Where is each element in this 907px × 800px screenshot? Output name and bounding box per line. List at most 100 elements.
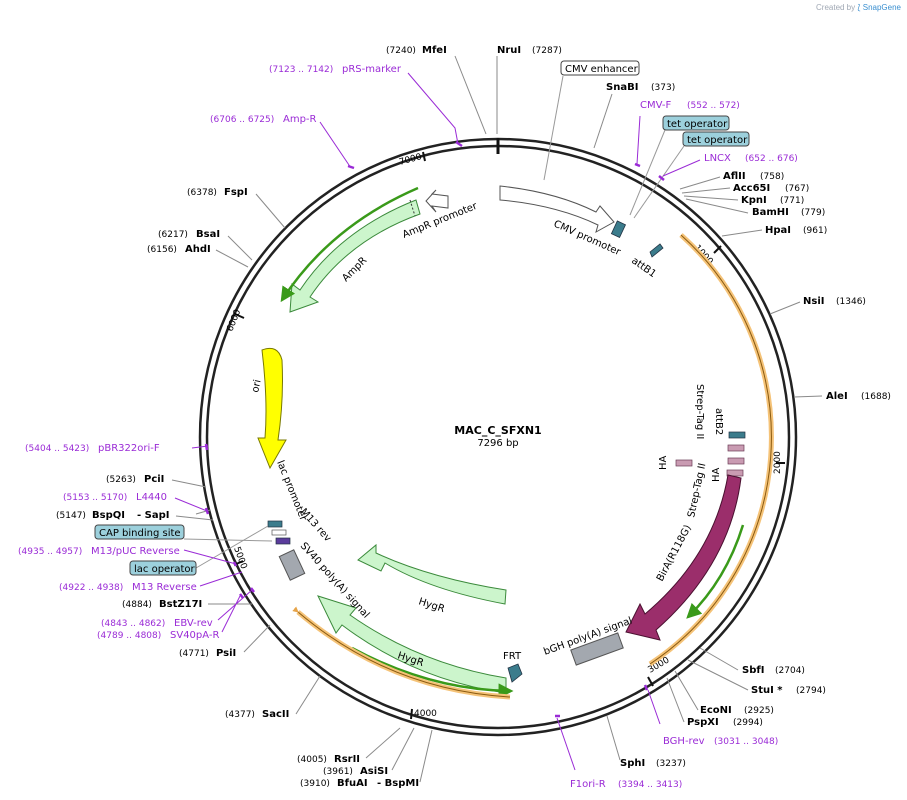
- hygr-label-2: HygR: [396, 650, 425, 669]
- enzyme-leader-lines: [171, 55, 823, 783]
- bgh-rev-range: (3031 .. 3048): [714, 737, 778, 747]
- acc65i-name: Acc65I: [733, 183, 770, 194]
- prs-marker-name: pRS-marker: [342, 64, 402, 75]
- pspxi-position: (2994): [733, 718, 763, 728]
- asisi-position: (3961): [323, 767, 353, 777]
- ebv-rev-name: EBV-rev: [174, 618, 213, 629]
- primer-ticks: [204, 140, 665, 718]
- tet-operator-box-1: tet operator: [629, 115, 730, 216]
- m13-puc-reverse-range: (4935 .. 4957): [18, 547, 82, 557]
- ahdi-position: (6156): [147, 245, 177, 255]
- strep-tag-label-1: Strep-Tag II: [694, 384, 705, 439]
- alei-name: AleI: [826, 391, 848, 402]
- m13-puc-reverse-name: M13/pUC Reverse: [91, 546, 180, 557]
- cmv-enhancer-box: CMV enhancer: [543, 60, 640, 181]
- nsii-name: NsiI: [803, 296, 824, 307]
- hygr-arrow-1: [357, 543, 507, 605]
- asisi-name: AsiSI: [360, 766, 388, 777]
- econi-position: (2925): [744, 706, 774, 716]
- ampr-arrow: [289, 199, 421, 313]
- sv40pa-r-name: SV40pA-R: [170, 630, 219, 641]
- sv40pa-r-range: (4789 .. 4808): [97, 631, 161, 641]
- credit-created-by: Created by: [816, 3, 856, 12]
- cap-site-marker: [275, 537, 291, 545]
- bsai-position: (6217): [158, 230, 188, 240]
- m13-marker: [271, 529, 287, 536]
- kpni-name: KpnI: [741, 195, 767, 206]
- lac-promoter-label: lac promoter: [274, 459, 309, 523]
- attb1-label: attB1: [629, 255, 658, 280]
- cmv-f-range: (552 .. 572): [687, 101, 740, 111]
- pbr322ori-f-range: (5404 .. 5423): [25, 444, 89, 454]
- plasmid-size: 7296 bp: [477, 438, 518, 449]
- econi-name: EcoNI: [700, 705, 732, 716]
- l4440-name: L4440: [136, 492, 167, 503]
- bira-arrow: [625, 474, 742, 641]
- ha-marker-1: [727, 457, 745, 465]
- bstz17i-position: (4884): [122, 600, 152, 610]
- ampr-dashed: [409, 199, 416, 217]
- plasmid-name: MAC_C_SFXN1: [454, 424, 541, 437]
- fspi-position: (6378): [187, 188, 217, 198]
- ori-label: ori: [250, 379, 263, 394]
- l4440-range: (5153 .. 5170): [63, 493, 127, 503]
- bsai-name: BsaI: [196, 229, 220, 240]
- sv40-polya-block: [278, 549, 306, 581]
- orange-arc-left-core: [292, 606, 511, 698]
- pcii-position: (5263): [106, 475, 136, 485]
- attb2-marker: [728, 431, 746, 439]
- tick-label-2000: 2000: [773, 451, 783, 474]
- ebv-rev-range: (4843 .. 4862): [101, 619, 165, 629]
- hygr-green-arc: [351, 646, 514, 699]
- ampr-promoter-arrow: [425, 189, 449, 213]
- lac-operator-box: lac operator: [129, 525, 269, 576]
- aflii-position: (758): [760, 172, 784, 182]
- nsii-position: (1346): [836, 297, 866, 307]
- bgh-rev-name: BGH-rev: [663, 736, 705, 747]
- bfuai-name: BfuAI: [337, 778, 368, 789]
- hygr-arrow-2: [317, 595, 507, 694]
- f1ori-r-range: (3394 .. 3413): [618, 780, 682, 790]
- ha-label-2: HA: [711, 467, 722, 482]
- ampr-label: AmpR: [340, 255, 369, 284]
- bstz17i-name: BstZ17I: [159, 599, 202, 610]
- frt-label: FRT: [503, 651, 522, 662]
- sphi-position: (3237): [656, 759, 686, 769]
- strep-tag-marker-1: [727, 444, 745, 452]
- frt-marker: [507, 663, 523, 683]
- ha-marker-2: [675, 459, 693, 467]
- tet-operator-marker: [610, 220, 627, 238]
- hpai-name: HpaI: [765, 225, 791, 236]
- bspmi-name: - BspMI: [377, 778, 419, 789]
- tet-operator-label-1: tet operator: [667, 119, 728, 130]
- bfuai-position: (3910): [300, 779, 330, 789]
- strep-tag-label-2: Strep-Tag II: [686, 462, 708, 518]
- mfei-position: (7240): [386, 46, 416, 56]
- hygr-label-1: HygR: [417, 596, 446, 615]
- ampr-green-arc: [280, 186, 419, 303]
- hpai-position: (961): [803, 226, 827, 236]
- ha-label-1: HA: [658, 455, 669, 470]
- lac-operator-marker: [267, 520, 283, 528]
- psii-name: PsiI: [216, 648, 236, 659]
- pspxi-name: PspXI: [687, 717, 719, 728]
- ahdi-name: AhdI: [185, 244, 211, 255]
- snapgene-credit: Created by ⟅ SnapGene: [816, 3, 901, 12]
- rsrii-name: RsrII: [334, 754, 360, 765]
- lac-operator-label: lac operator: [134, 564, 195, 575]
- psii-position: (4771): [179, 649, 209, 659]
- bgh-polya-block: [570, 632, 624, 666]
- amp-r-name: Amp-R: [283, 114, 317, 125]
- cmv-promoter-label: CMV promoter: [552, 219, 623, 259]
- cap-binding-site-box: CAP binding site: [94, 524, 273, 542]
- bira-green-arc: [686, 524, 745, 619]
- backbone-outer: [198, 137, 798, 737]
- bamhi-name: BamHI: [752, 207, 789, 218]
- acc65i-position: (767): [785, 184, 809, 194]
- m13-reverse-range: (4922 .. 4938): [59, 583, 123, 593]
- fspi-name: FspI: [224, 187, 248, 198]
- f1ori-r-name: F1ori-R: [570, 779, 606, 790]
- lncx-range: (652 .. 676): [745, 154, 798, 164]
- lncx-name: LNCX: [704, 153, 731, 164]
- attb1-marker: [649, 243, 664, 258]
